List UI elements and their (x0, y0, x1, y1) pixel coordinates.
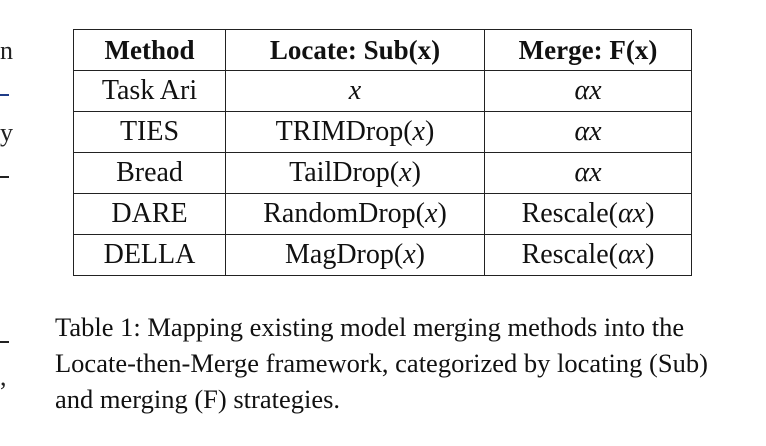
cell-merge: αx (484, 111, 692, 153)
left-fragment-rule (0, 94, 9, 96)
merge-variable: αx (617, 239, 646, 270)
locate-variable: x (412, 116, 425, 147)
table-row: TIES TRIMDrop(x) αx (73, 111, 692, 153)
cell-method: TIES (73, 111, 226, 153)
header-method: Method (73, 29, 226, 71)
merge-variable: αx (574, 157, 602, 188)
cell-method: DARE (73, 193, 226, 235)
cell-locate: x (225, 70, 485, 112)
table-row: DELLA MagDrop(x) Rescale(αx) (73, 234, 692, 276)
locate-variable: x (399, 157, 412, 188)
left-fragment-dash (0, 176, 9, 178)
table-row: DARE RandomDrop(x) Rescale(αx) (73, 193, 692, 235)
merging-methods-table: Method Locate: Sub(x) Merge: F(x) Task A… (73, 29, 692, 276)
table-row: Bread TailDrop(x) αx (73, 152, 692, 194)
cell-merge: Rescale(αx) (484, 234, 692, 276)
table-row: Task Ari x αx (73, 70, 692, 112)
table-header-row: Method Locate: Sub(x) Merge: F(x) (73, 29, 692, 71)
cell-merge: Rescale(αx) (484, 193, 692, 235)
header-locate: Locate: Sub(x) (225, 29, 485, 71)
left-fragment-dash-lower (0, 341, 9, 343)
left-column-fragments: n y , (0, 0, 20, 446)
cell-method: Task Ari (73, 70, 226, 112)
merge-variable: αx (617, 198, 646, 229)
cell-merge: αx (484, 70, 692, 112)
locate-variable: x (348, 75, 362, 106)
merge-variable: αx (574, 116, 602, 147)
cell-merge: αx (484, 152, 692, 194)
cell-locate: MagDrop(x) (225, 234, 485, 276)
cell-locate: TailDrop(x) (225, 152, 485, 194)
merge-function: Rescale (521, 198, 609, 229)
locate-variable: x (425, 198, 438, 229)
cell-locate: TRIMDrop(x) (225, 111, 485, 153)
cell-method: Bread (73, 152, 226, 194)
cell-method: DELLA (73, 234, 226, 276)
left-fragment-y: y (0, 118, 13, 147)
left-fragment-comma: , (0, 362, 7, 391)
merge-variable: αx (574, 75, 602, 106)
locate-function: TRIMDrop (275, 116, 404, 147)
merge-function: Rescale (521, 239, 609, 270)
locate-function: MagDrop (285, 239, 394, 270)
locate-function: TailDrop (289, 157, 390, 188)
locate-variable: x (403, 239, 416, 270)
left-fragment-n: n (0, 36, 13, 65)
table-caption: Table 1: Mapping existing model merging … (55, 312, 708, 414)
locate-function: RandomDrop (263, 198, 416, 229)
cell-locate: RandomDrop(x) (225, 193, 485, 235)
header-merge: Merge: F(x) (484, 29, 692, 71)
